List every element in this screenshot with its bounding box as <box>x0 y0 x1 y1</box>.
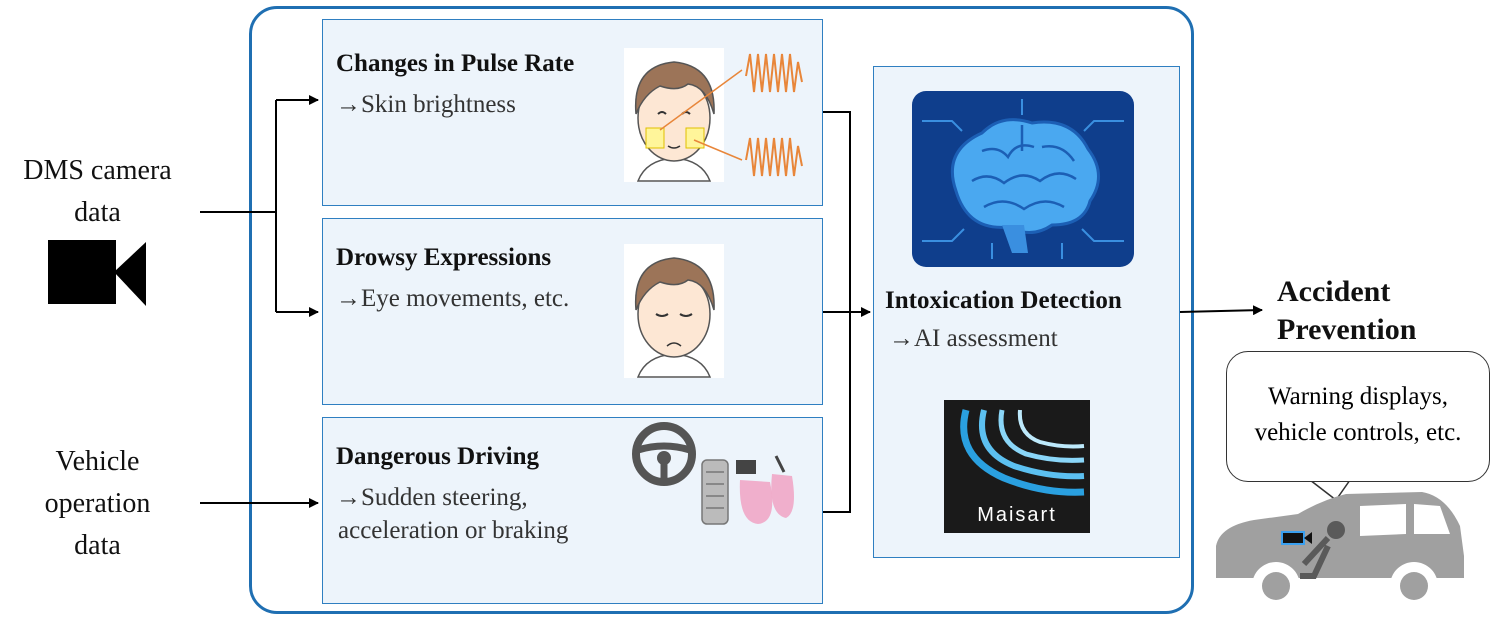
maisart-logo: Maisart <box>944 400 1090 533</box>
dangerous-driving-card: Dangerous Driving →Sudden steering, acce… <box>322 417 823 604</box>
card-subtitle: →Sudden steering, <box>336 484 528 511</box>
warning-bubble: Warning displays, vehicle controls, etc. <box>1226 351 1490 482</box>
vehicle-operation-label: Vehicle operation data <box>44 446 151 561</box>
drowsy-expressions-card: Drowsy Expressions →Eye movements, etc. <box>322 218 823 405</box>
card-title: Changes in Pulse Rate <box>336 50 575 77</box>
card-title: Dangerous Driving <box>336 443 540 470</box>
car-icon <box>1216 492 1464 610</box>
dms-camera-label: DMS camera data <box>23 155 172 228</box>
pulse-rate-card: Changes in Pulse Rate →Skin brightness <box>322 19 823 206</box>
steering-wheel-icon <box>632 422 696 486</box>
card-subtitle: →Eye movements, etc. <box>336 285 570 312</box>
ai-brain-icon <box>912 91 1134 267</box>
pedals-icon <box>701 455 794 525</box>
video-camera-icon <box>48 240 146 306</box>
card-subtitle-2: acceleration or braking <box>338 517 569 544</box>
face-drowsy-icon <box>624 244 724 378</box>
card-title: Drowsy Expressions <box>336 244 552 271</box>
car-illustration <box>1216 479 1464 610</box>
detection-subtitle: →AI assessment <box>889 325 1058 352</box>
card-subtitle: →Skin brightness <box>336 91 516 118</box>
accident-prevention-label: Accident Prevention <box>1277 275 1417 346</box>
face-pulse-icon <box>624 48 803 182</box>
detection-title: Intoxication Detection <box>885 287 1122 314</box>
maisart-logo-text: Maisart <box>977 504 1057 526</box>
